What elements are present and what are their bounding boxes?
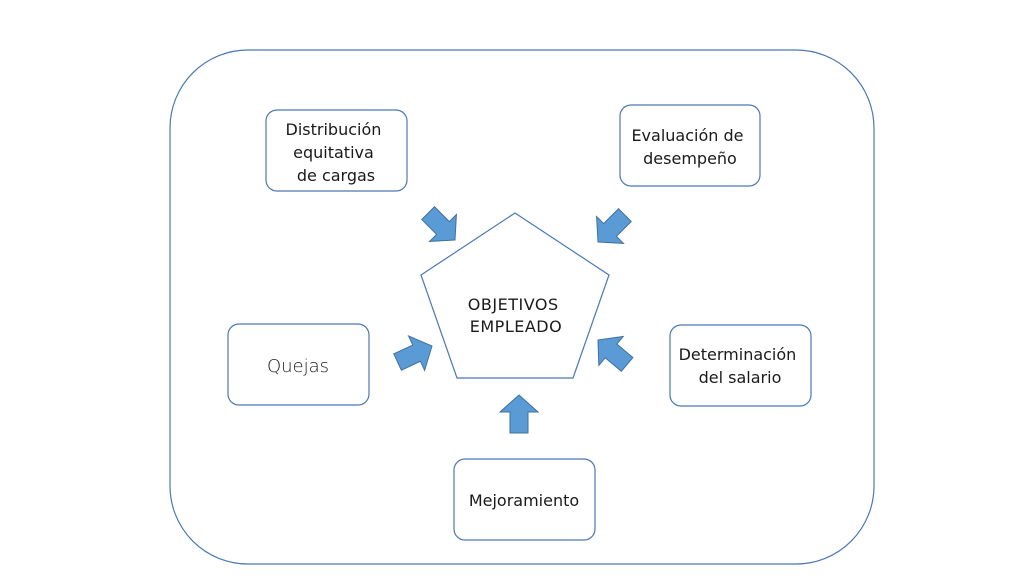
svg-text:Mejoramiento: Mejoramiento [469,491,579,510]
svg-text:Evaluación de desempeño: Evaluación de desempeño [631,126,748,168]
svg-text:Quejas: Quejas [267,356,329,377]
arrow-distribucion-icon [421,206,457,242]
svg-text:Determinación del salari: Determinación del salario [679,345,802,387]
arrow-determinacion-icon [597,335,634,373]
box-distribucion-line-3: de cargas [297,166,375,185]
arrow-mejoramiento-icon [498,394,540,434]
box-evaluacion-line-2: desempeño [643,149,737,168]
svg-text:Distribución equitativa: Distribución equitativa de cargas [286,120,387,185]
center-label-line-1: OBJETIVOS [468,295,559,314]
center-pentagon [420,212,610,379]
box-distribucion-line-1: Distribución [286,120,382,139]
center-label-line-2: EMPLEADO [470,317,562,336]
box-evaluacion: Evaluación de desempeño [619,104,761,187]
center-label: OBJETIVOS EMPLEADO [468,295,564,336]
box-quejas: Quejas [227,323,370,406]
box-evaluacion-line-1: Evaluación de [631,126,743,145]
box-mejoramiento: Mejoramiento [453,458,596,541]
box-determinacion-line-1: Determinación [679,345,797,364]
box-mejoramiento-line-1: Mejoramiento [469,491,579,510]
box-quejas-line-1: Quejas [267,356,329,377]
box-determinacion-line-2: del salario [699,368,782,387]
arrow-evaluacion-icon [596,208,632,244]
arrow-quejas-icon [393,334,433,372]
box-distribucion: Distribución equitativa de cargas [265,109,408,192]
box-determinacion: Determinación del salario [669,324,812,407]
box-distribucion-line-2: equitativa [293,143,374,162]
outer-container [169,49,875,565]
